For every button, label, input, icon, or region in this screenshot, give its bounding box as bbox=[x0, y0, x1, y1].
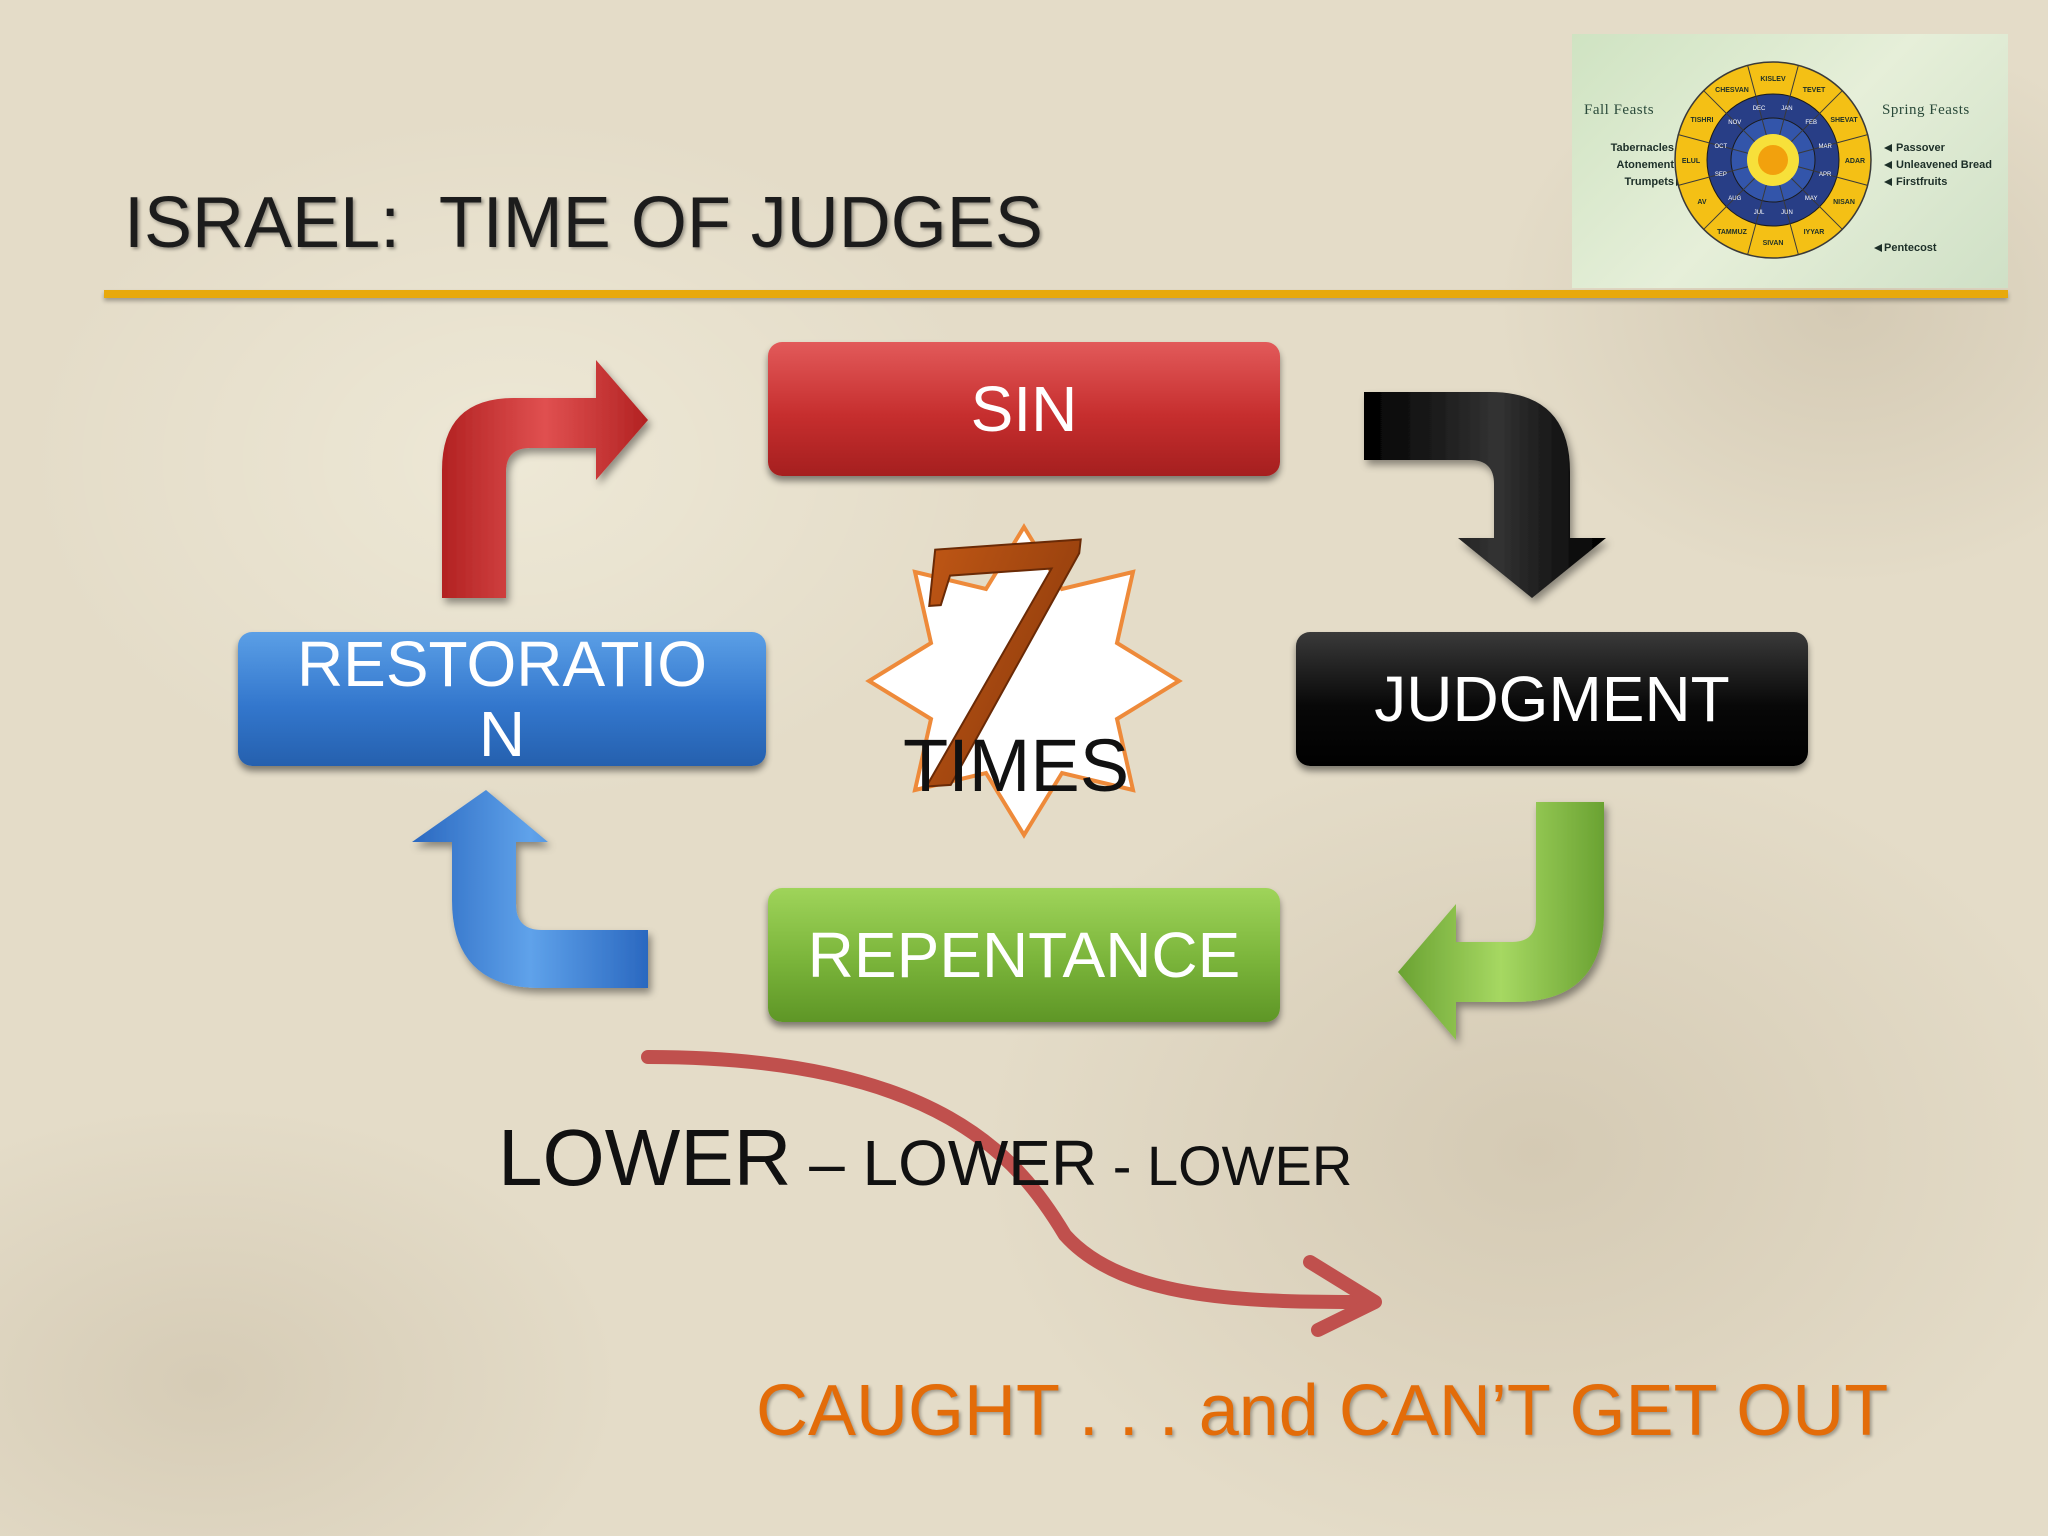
lower-text-1: LOWER bbox=[498, 1113, 792, 1202]
calendar-spoke bbox=[1678, 166, 1749, 186]
calendar-hebrew-month: SIVAN bbox=[1763, 240, 1784, 247]
calendar-month: MAY bbox=[1805, 196, 1818, 202]
calendar-hebrew-month: TAMMUZ bbox=[1717, 229, 1748, 236]
calendar-hebrew-month: CHESVAN bbox=[1715, 87, 1749, 94]
arrow-to-judgment bbox=[1364, 392, 1606, 598]
lower-text-2: – LOWER bbox=[791, 1127, 1098, 1199]
spring-feasts-list: Passover Unleavened Bread Firstfruits bbox=[1896, 140, 1992, 191]
fall-feast: Trumpets bbox=[1624, 176, 1674, 188]
fall-feasts-label: Fall Feasts bbox=[1584, 102, 1655, 118]
restoration-box: RESTORATION bbox=[238, 628, 766, 770]
calendar-spoke bbox=[1779, 65, 1799, 136]
calendar-month: MAR bbox=[1818, 144, 1832, 150]
calendar-spoke bbox=[1779, 184, 1799, 255]
calendar-hebrew-month: TEVET bbox=[1803, 87, 1826, 94]
calendar-spoke bbox=[1703, 90, 1755, 142]
calendar-hebrew-month: ELUL bbox=[1682, 158, 1701, 165]
calendar-spoke bbox=[1791, 178, 1843, 230]
title-underline bbox=[104, 290, 2008, 298]
arrow-to-repentance bbox=[1398, 802, 1604, 1040]
judgment-box: JUDGMENT bbox=[1296, 632, 1808, 766]
caught-text: CAUGHT . . . and CAN’T GET OUT bbox=[756, 1371, 1889, 1451]
calendar-month: SEP bbox=[1715, 172, 1727, 178]
calendar-spoke bbox=[1747, 65, 1767, 136]
spring-feasts-label: Spring Feasts bbox=[1882, 102, 1970, 118]
calendar-hebrew-month: AV bbox=[1697, 199, 1707, 206]
lower-text-3: - LOWER bbox=[1097, 1134, 1353, 1197]
calendar-spoke bbox=[1703, 178, 1755, 230]
spring-feast: Passover bbox=[1896, 142, 1945, 154]
calendar-hebrew-month: IYYAR bbox=[1804, 229, 1825, 236]
fall-feast: Atonement bbox=[1616, 159, 1674, 171]
calendar-month: JUL bbox=[1754, 210, 1765, 216]
arrow-to-sin bbox=[442, 360, 648, 598]
calendar-month: AUG bbox=[1728, 196, 1741, 202]
calendar-month: APR bbox=[1819, 172, 1832, 178]
calendar-spoke bbox=[1797, 166, 1868, 186]
calendar-hebrew-month: KISLEV bbox=[1760, 76, 1786, 83]
calendar-spoke bbox=[1797, 134, 1868, 154]
calendar-spoke bbox=[1791, 90, 1843, 142]
calendar-spoke bbox=[1678, 134, 1749, 154]
calendar-month: OCT bbox=[1715, 144, 1728, 150]
restoration-label: RESTORATION bbox=[296, 628, 708, 770]
calendar-wheel-graphic: TEVET SHEVAT ADAR NISAN IYYAR SIVAN TAMMUZ AV EL… bbox=[1674, 61, 1892, 259]
calendar-month: JUN bbox=[1781, 210, 1793, 216]
calendar-hebrew-month: NISAN bbox=[1833, 199, 1855, 206]
sin-box: SIN bbox=[768, 342, 1280, 476]
calendar-spoke bbox=[1747, 184, 1767, 255]
seven-star bbox=[865, 523, 1183, 839]
calendar-month: JAN bbox=[1781, 106, 1792, 112]
calendar-month: NOV bbox=[1728, 120, 1741, 126]
lower-lower-lower: LOWER – LOWER - LOWER bbox=[498, 1112, 1352, 1204]
repentance-label: REPENTANCE bbox=[807, 919, 1241, 991]
spring-feast: Unleavened Bread bbox=[1896, 159, 1992, 171]
seven-numeral: 7 bbox=[883, 454, 1107, 866]
fall-feasts-list: Tabernacles Atonement Trumpets bbox=[1582, 140, 1674, 191]
fall-feast: Tabernacles bbox=[1610, 142, 1674, 154]
repentance-box: REPENTANCE bbox=[768, 888, 1280, 1022]
slide-title: ISRAEL: TIME OF JUDGES bbox=[124, 183, 1043, 263]
calendar-hebrew-month: TISHRI bbox=[1691, 117, 1714, 124]
spring-feast: Firstfruits bbox=[1896, 176, 1948, 188]
descending-curve-arrow bbox=[641, 1050, 1379, 1309]
sin-label: SIN bbox=[970, 373, 1078, 445]
calendar-month: FEB bbox=[1805, 120, 1817, 126]
feast-calendar-image: Fall Feasts Spring Feasts Tabernacles At… bbox=[1572, 34, 2008, 288]
calendar-month: DEC bbox=[1753, 106, 1766, 112]
judgment-label: JUDGMENT bbox=[1374, 663, 1730, 735]
arrow-to-restoration bbox=[412, 790, 648, 988]
calendar-hebrew-month: SHEVAT bbox=[1830, 117, 1858, 124]
pentecost-label: Pentecost bbox=[1884, 242, 1937, 254]
times-label: TIMES bbox=[903, 724, 1130, 807]
calendar-hebrew-month: ADAR bbox=[1845, 158, 1865, 165]
descending-curve-arrowhead bbox=[1303, 1255, 1382, 1337]
